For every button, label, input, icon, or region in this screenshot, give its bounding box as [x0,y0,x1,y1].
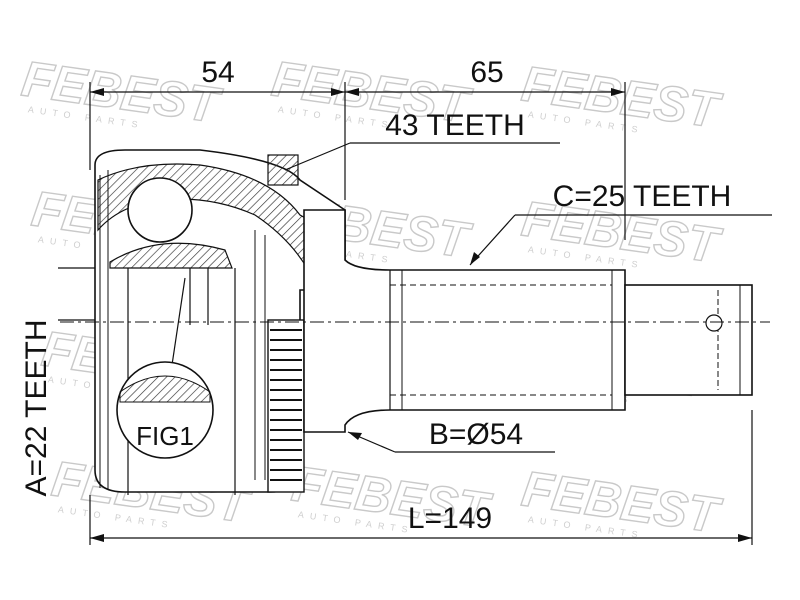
fig1-detail: FIG1 [116,277,214,459]
watermark-logo: FEBEST AUTO PARTS [518,460,727,545]
leader-line [284,142,351,171]
abs-ring-teeth [270,329,302,481]
total-length-label: L=149 [408,502,492,535]
fig1-label: FIG1 [136,421,194,451]
inner-race [109,242,233,269]
dimension-65: 65 [345,56,625,96]
arrowhead [611,88,625,96]
arrowhead [470,252,480,265]
cotter-hole [705,314,723,332]
outer-shaft [303,209,626,433]
stub-outline [624,284,753,396]
fig1-hatch [119,375,211,403]
diameter-label: B=Ø54 [429,418,523,451]
abs-teeth-label: 43 TEETH [385,109,525,142]
ball-bearing [127,177,193,243]
watermark-logo: FEBEST AUTO PARTS [518,55,727,140]
dimension-65-label: 65 [470,56,503,89]
threaded-stub [624,284,753,396]
dimension-149: L=149 [90,502,752,542]
inner-teeth-callout: A=22 TEETH [20,267,235,497]
arrowhead [345,88,359,96]
shaft-outline [303,209,626,433]
outer-teeth-callout: C=25 TEETH [469,180,772,266]
arrowhead [331,88,345,96]
arrowhead [738,534,752,542]
abs-teeth-callout: 43 TEETH [284,109,560,171]
fig1-leader [171,277,186,366]
arrowhead [90,88,104,96]
diameter-callout: B=Ø54 [347,418,555,453]
arrowhead [348,432,362,440]
abs-ring [267,154,305,493]
inner-teeth-label: A=22 TEETH [20,319,53,496]
abs-ring-section [267,154,299,186]
extension-lines [89,82,753,545]
abs-ring-body [267,319,305,493]
dimension-54: 54 [90,56,345,96]
watermark-logo: FEBEST AUTO PARTS [18,50,227,135]
arrowhead [90,534,104,542]
dimension-54-label: 54 [201,56,234,89]
outer-teeth-label: C=25 TEETH [553,180,732,213]
